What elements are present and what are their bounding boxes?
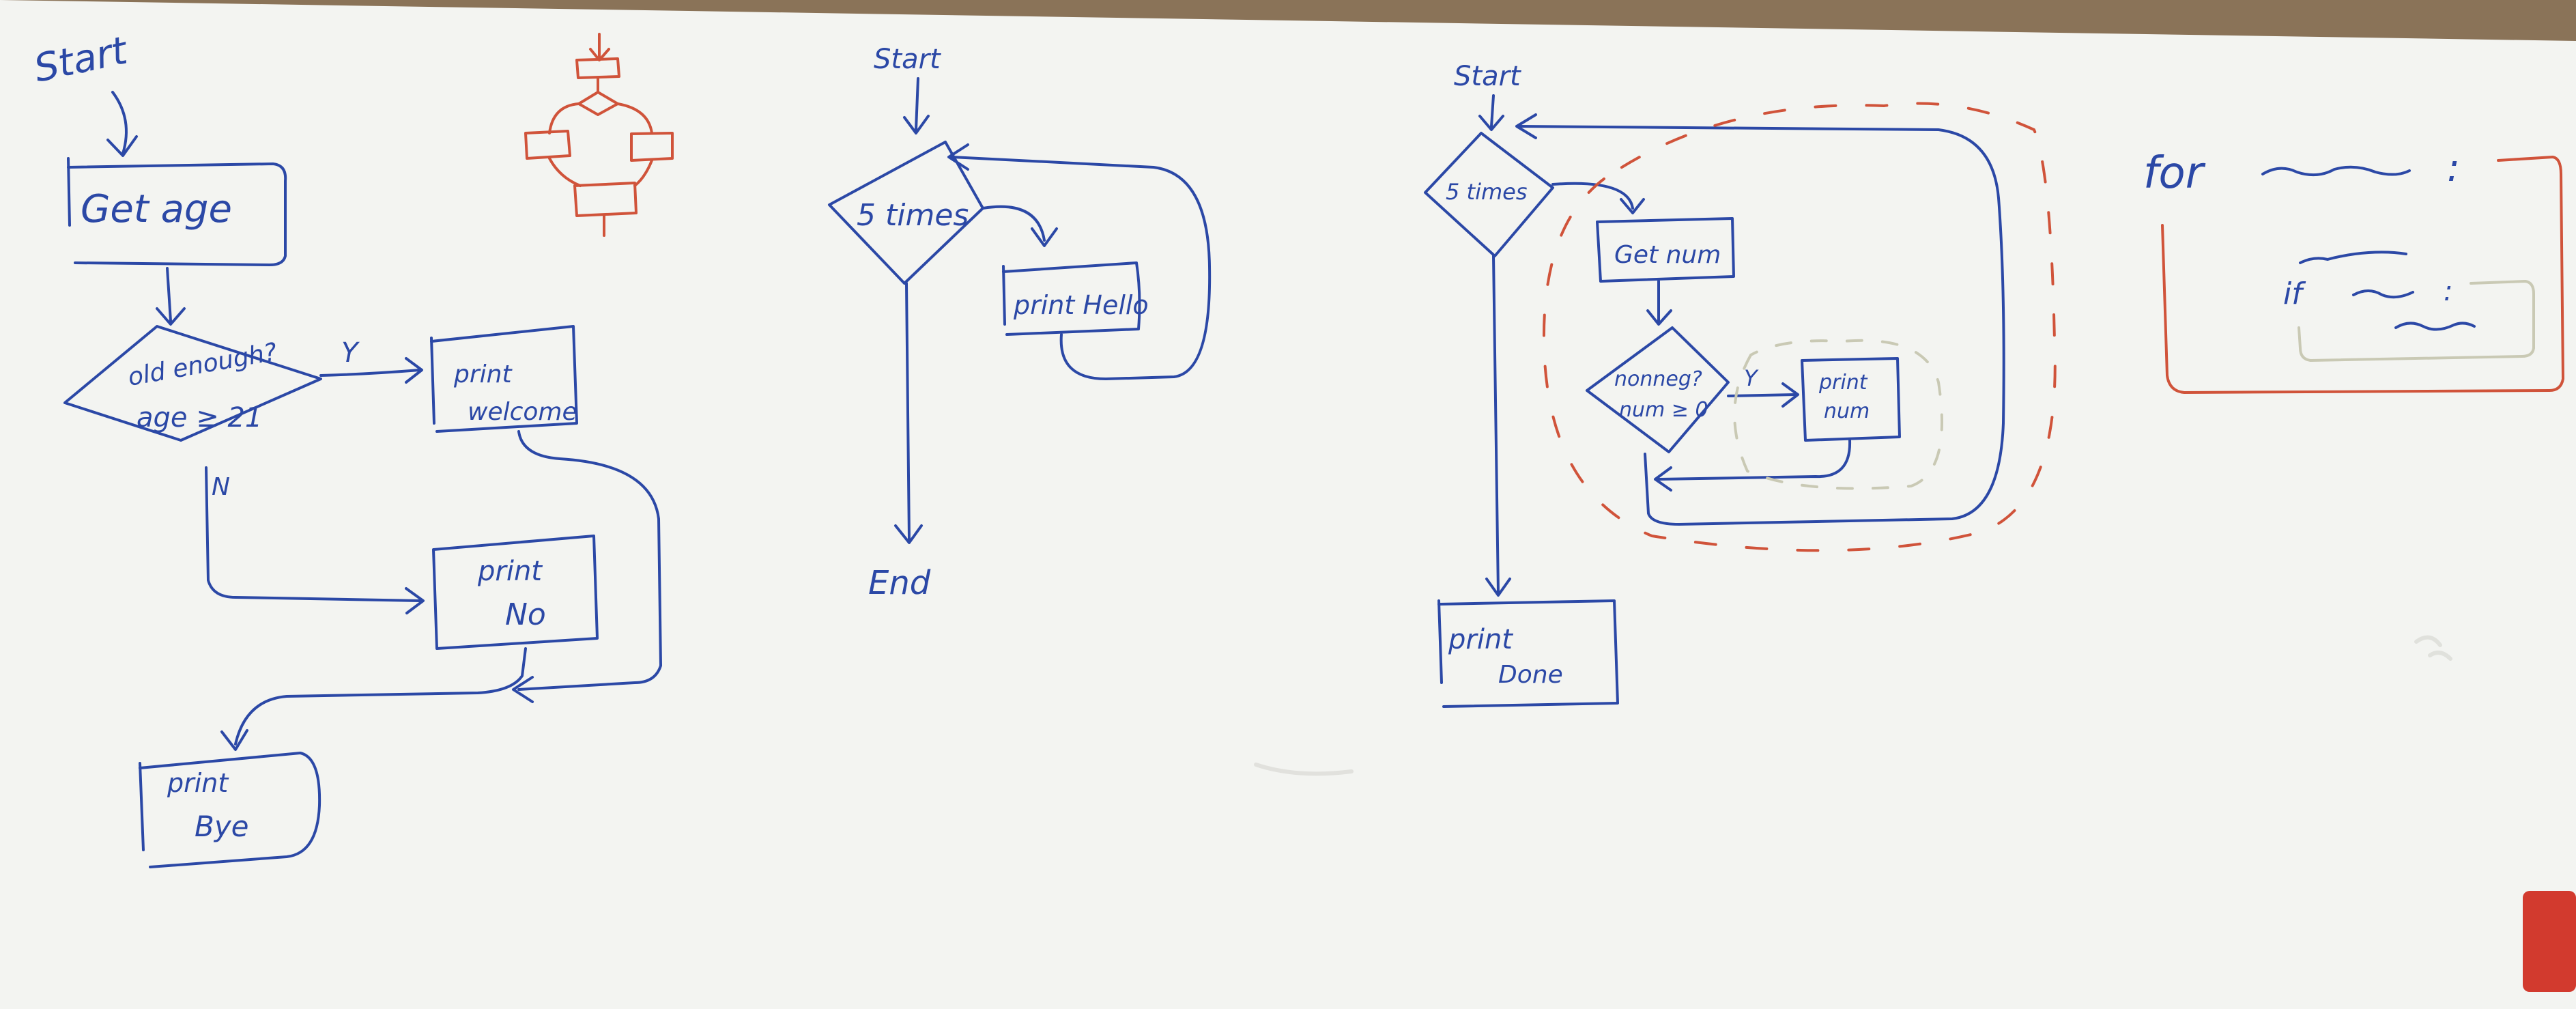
print-no-line2: No <box>505 597 546 632</box>
welcome-line1: print <box>453 360 513 388</box>
end-label: End <box>868 564 931 602</box>
if-colon: : <box>2444 276 2452 307</box>
for-keyword: for <box>2143 148 2206 199</box>
no-label: N <box>212 473 230 501</box>
arrowhead <box>1620 198 1645 214</box>
arrowhead <box>106 135 138 157</box>
arrowhead <box>405 357 423 384</box>
arrow-start-to-loop <box>1490 94 1495 128</box>
loop-label: 5 times <box>857 198 969 233</box>
loop-back-arrow <box>951 156 1212 380</box>
for-colon: : <box>2447 146 2460 190</box>
arrow-loop-to-end <box>905 282 911 541</box>
mini-flowchart-sketch <box>524 33 674 237</box>
arrowhead <box>1646 309 1672 326</box>
bye-box <box>139 752 321 868</box>
arrowhead <box>405 587 425 614</box>
get-age-box-left <box>67 157 71 227</box>
arrow-print-back <box>1657 439 1852 481</box>
if-body-squiggle <box>2394 322 2476 331</box>
arrowhead <box>156 307 186 326</box>
decision-line2: age ≥ 21 <box>137 402 262 434</box>
loop-label: 5 times <box>1446 179 1528 205</box>
bye-line2: Bye <box>195 810 249 843</box>
arrowhead <box>512 676 534 703</box>
welcome-line2: welcome <box>468 398 577 426</box>
get-age-label: Get age <box>81 187 232 231</box>
print-no-line1: print <box>477 556 543 587</box>
bye-line1: print <box>167 768 229 798</box>
arrowhead <box>1654 466 1672 492</box>
nonneg-decision-diamond <box>1586 326 1730 453</box>
arrowhead <box>1031 227 1058 247</box>
hello-box-left <box>1002 265 1006 326</box>
arrow-loop-to-getnum <box>1551 182 1634 210</box>
start-label: Start <box>874 44 941 75</box>
arrowhead <box>1485 578 1511 597</box>
flowchart-nonneg-loop: Start 5 times Get num nonneg? num ≥ 0 Y … <box>1424 61 2005 708</box>
decision-line1: nonneg? <box>1614 367 1702 391</box>
print-num-box <box>1801 357 1901 442</box>
code-structure-sketch: for : if : <box>2143 146 2564 394</box>
if-block-bracket <box>2298 280 2535 362</box>
for-squiggle <box>2261 165 2411 177</box>
red-magnet <box>2523 891 2576 992</box>
done-line1: print <box>1448 624 1513 655</box>
welcome-box-left <box>430 337 435 425</box>
welcome-box <box>430 325 578 433</box>
print-no-box <box>432 535 599 650</box>
done-box-left <box>1437 599 1443 684</box>
yes-label: Y <box>1744 365 1759 391</box>
arrow-no-down <box>205 466 421 602</box>
flowchart-five-hellos: Start 5 times print Hello End <box>828 44 1212 602</box>
done-box <box>1437 599 1619 708</box>
arrow-to-decision <box>166 267 172 322</box>
arrow-no-merge <box>234 647 527 745</box>
arrow-decision-no-down <box>1517 125 2005 526</box>
get-num-box <box>1596 217 1735 283</box>
yes-label: Y <box>341 337 360 369</box>
arrow-loop-to-done <box>1492 255 1500 594</box>
hello-label: print Hello <box>1013 290 1149 320</box>
arrow-loop-to-hello <box>982 205 1046 242</box>
hello-box <box>1002 261 1141 336</box>
get-age-box <box>67 162 287 266</box>
arrow-start-to-get-age <box>111 91 128 155</box>
if-squiggle <box>2299 251 2407 264</box>
arrow-yes-to-welcome <box>319 369 421 377</box>
arrow-yes-to-print <box>1727 393 1797 397</box>
loop-diamond <box>828 141 984 285</box>
for-block-bracket <box>2161 156 2564 394</box>
board-smudges <box>1254 635 2452 776</box>
arrowhead <box>947 143 969 171</box>
if-condition-squiggle <box>2352 289 2414 299</box>
bye-box-left <box>139 762 145 851</box>
print-num-line1: print <box>1818 371 1868 395</box>
arrowhead <box>1515 113 1537 139</box>
arrow-welcome-merge <box>517 430 662 691</box>
start-label: Start <box>1454 61 1521 92</box>
done-line2: Done <box>1498 661 1563 689</box>
decision-line2: num ≥ 0 <box>1619 398 1708 422</box>
age-decision-diamond <box>63 325 322 442</box>
arrowhead <box>1781 382 1799 408</box>
print-num-line2: num <box>1824 399 1870 423</box>
arrowhead <box>894 524 923 544</box>
arrowhead <box>1478 115 1504 131</box>
flowchart-age-check: Start Get age old enough? age ≥ 21 Y pri… <box>30 28 662 868</box>
get-num-label: Get num <box>1614 241 1721 269</box>
arrowhead <box>903 115 930 134</box>
arrowhead <box>220 729 248 751</box>
arrow-start-to-loop <box>915 77 919 131</box>
loop-body-dashed-boundary <box>1542 102 2057 552</box>
